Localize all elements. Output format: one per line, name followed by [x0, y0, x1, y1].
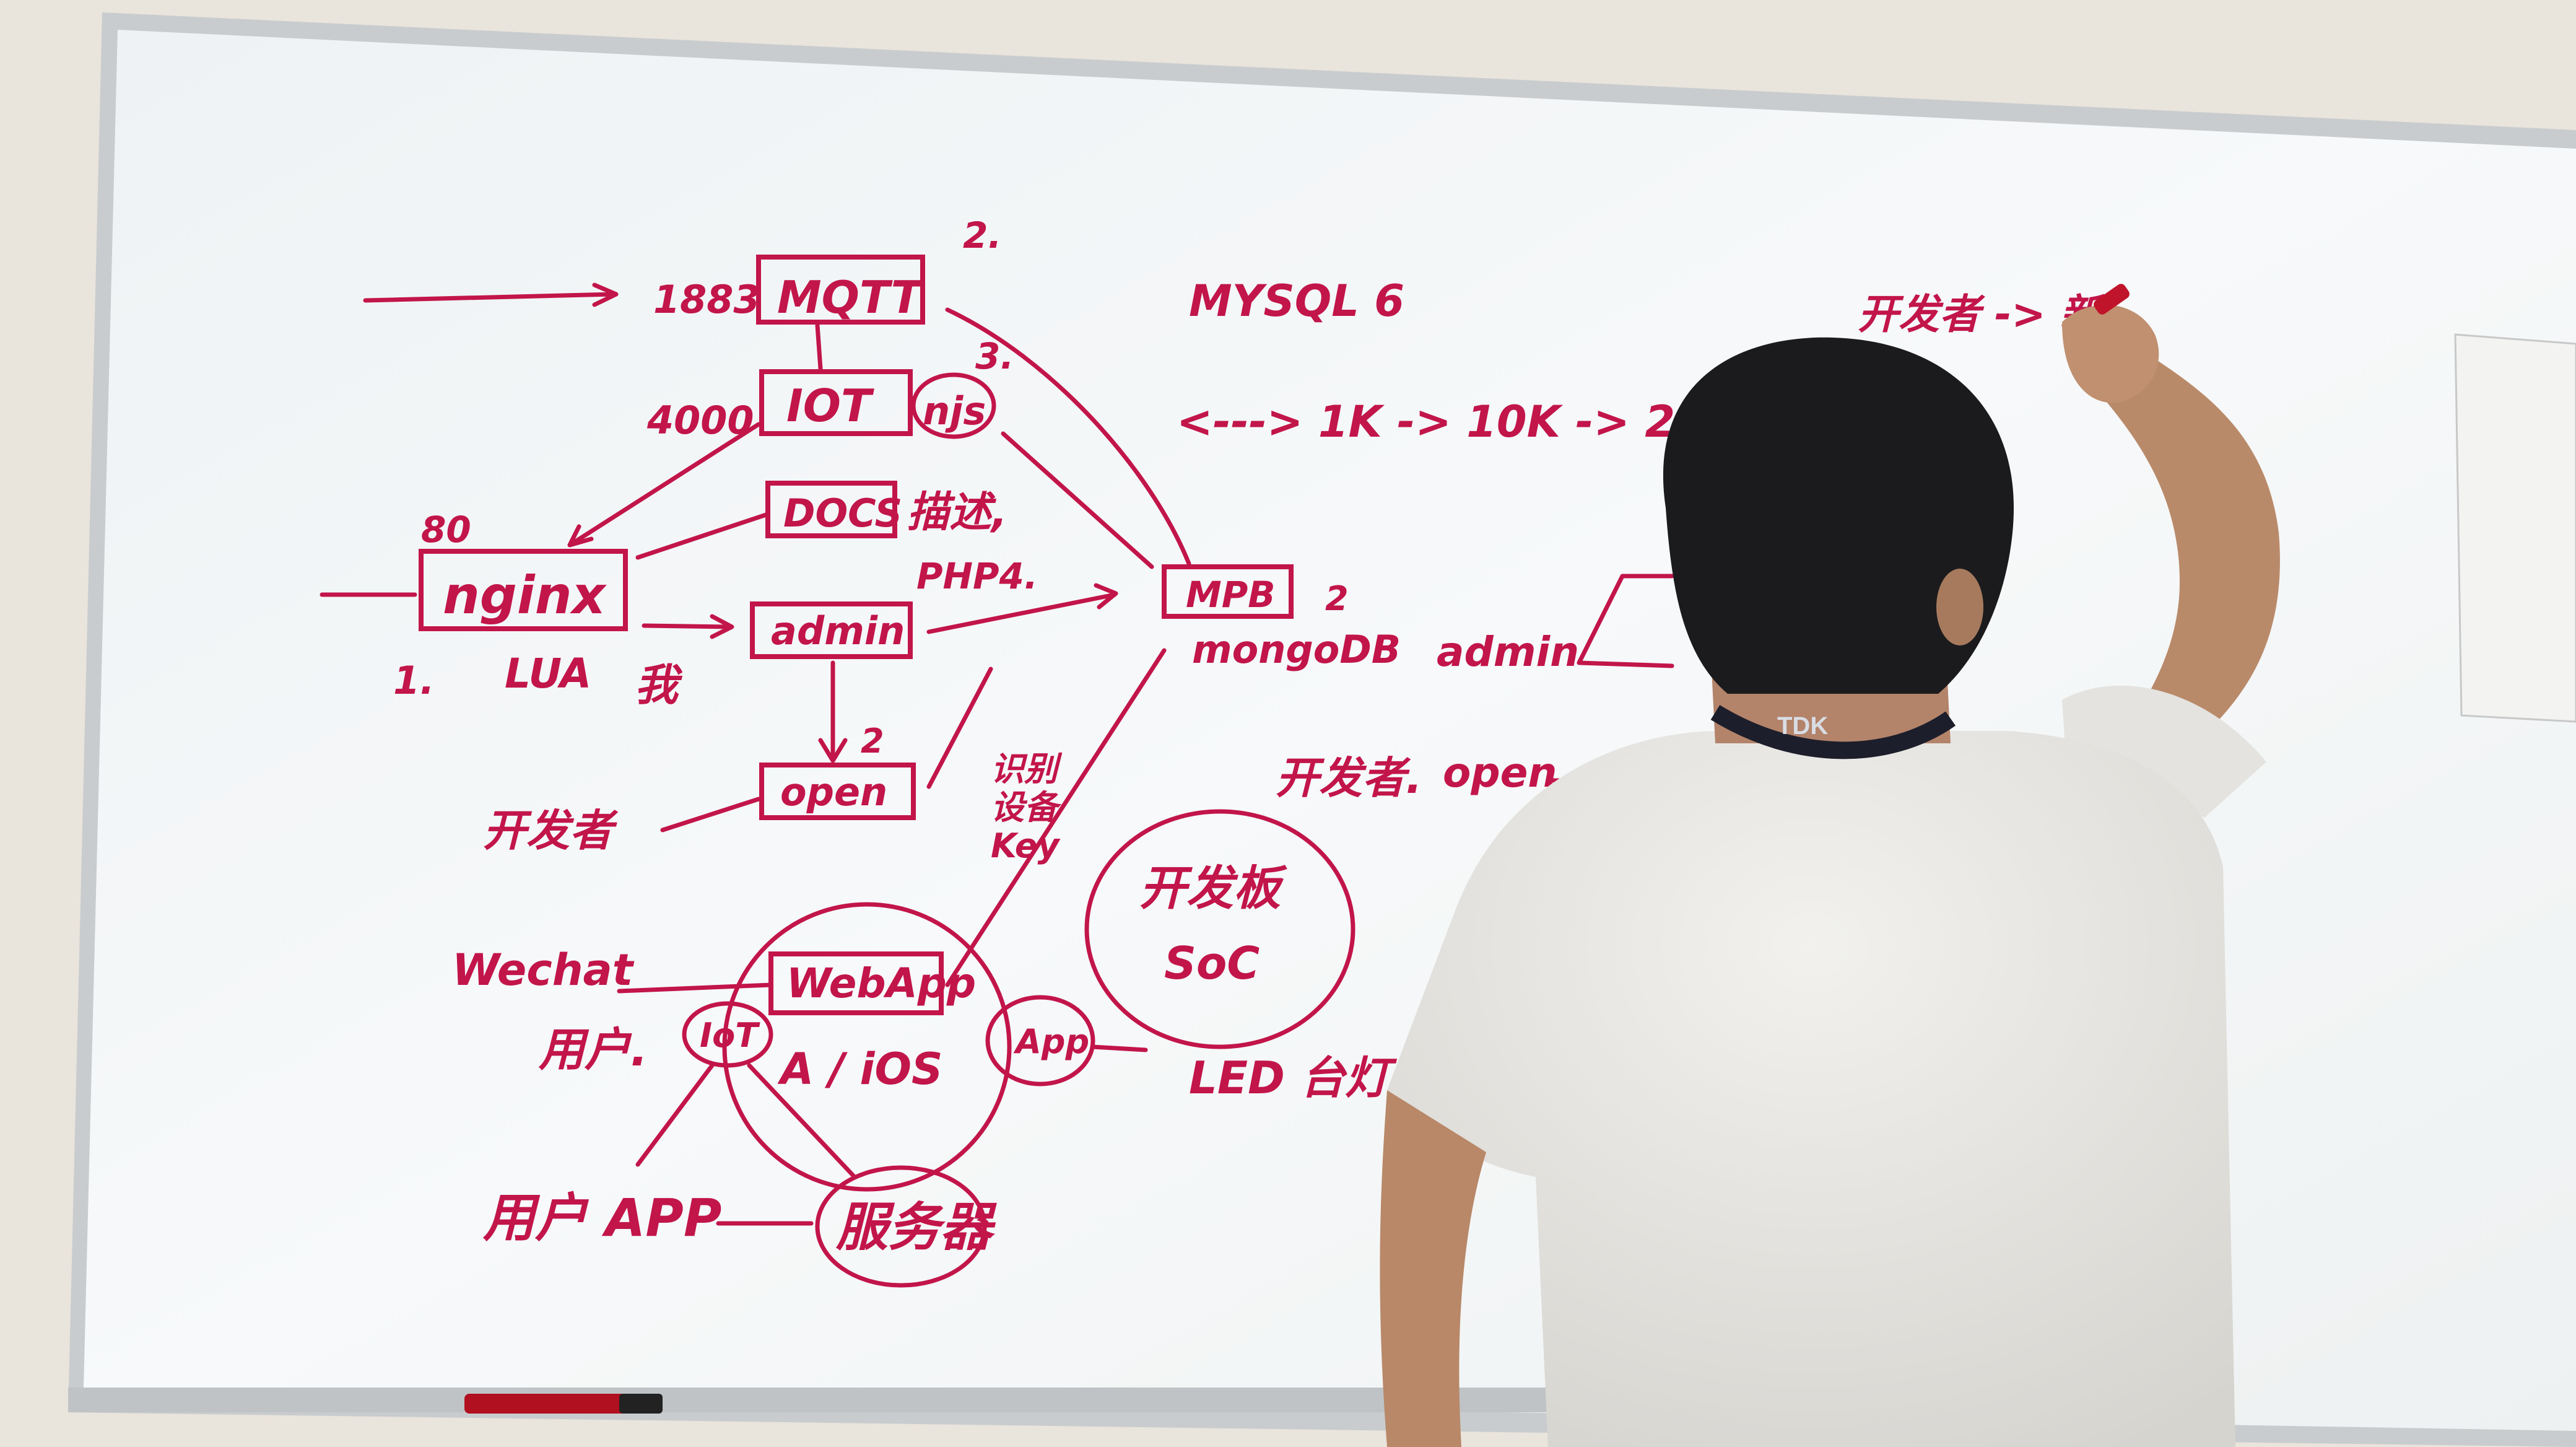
dev-board-circle	[1084, 809, 1355, 1049]
head-hair	[1663, 337, 2014, 694]
label-developer-left: 开发者	[483, 805, 619, 856]
mqtt-label: MQTT	[777, 271, 925, 323]
label-3: 3.	[975, 335, 1014, 377]
marker-tray	[68, 1388, 1616, 1412]
label-admin-right: admin	[1437, 628, 1579, 676]
open-box	[759, 763, 916, 820]
label-scale: <---> 1K -> 10K -> 20K	[1177, 396, 1742, 447]
label-lua: LUA	[505, 650, 591, 697]
posted-sheet	[2454, 333, 2576, 723]
njs-label: njs	[923, 388, 986, 434]
marker-cap	[619, 1394, 663, 1414]
server-label: 服务器	[835, 1197, 997, 1257]
mpb-box	[1162, 564, 1294, 619]
nginx-box	[419, 549, 628, 631]
mpb-label: MPB	[1186, 574, 1275, 616]
label-open-right: open	[1443, 749, 1557, 797]
iot-box	[759, 369, 913, 436]
ear	[1936, 569, 1983, 645]
webapp-label: WebApp	[786, 960, 976, 1007]
shirt	[1387, 731, 2235, 1447]
webapp-circle	[722, 902, 1012, 1192]
open-label: open	[780, 769, 887, 815]
iot-label: IOT	[786, 380, 874, 432]
docs-box	[765, 481, 897, 538]
label-php4: PHP4.	[916, 555, 1038, 597]
label-2-open: 2	[861, 722, 884, 761]
label-mysql: MYSQL 6	[1189, 276, 1404, 326]
held-marker	[2094, 284, 2130, 315]
mqtt-box	[756, 255, 925, 325]
server-circle	[815, 1165, 987, 1288]
mongodb-label: mongoDB	[1192, 627, 1401, 672]
soc-label: SoC	[1164, 937, 1260, 989]
label-4000: 4000	[646, 398, 754, 443]
admin-box	[750, 601, 913, 659]
label-2-top: 2.	[963, 214, 1001, 256]
label-nginx-note: 我	[635, 660, 683, 710]
lower-arm	[1380, 1090, 1486, 1447]
docs-note: 描述,	[907, 488, 1007, 537]
lanyard	[1710, 705, 1956, 759]
label-1: 1.	[393, 658, 435, 703]
admin-label: admin	[771, 608, 905, 654]
lanyard-badge-text: TDK	[1777, 712, 1828, 740]
app-circle	[985, 995, 1095, 1086]
iot-small-label: IoT	[700, 1016, 760, 1055]
label-led: LED 台灯	[1189, 1052, 1398, 1104]
hand	[2062, 305, 2159, 403]
label-1883: 1883	[653, 277, 760, 322]
label-wechat: Wechat	[452, 945, 635, 995]
label-developer-right: 开发者.	[1276, 753, 1422, 803]
label-user: 用户.	[538, 1023, 648, 1077]
connector-lines	[320, 282, 1674, 1226]
red-marker	[464, 1394, 663, 1414]
docs-label: DOCS	[783, 491, 902, 536]
dev-board-label: 开发板	[1139, 860, 1287, 916]
iot-small-circle	[682, 1001, 773, 1068]
raised-arm	[2081, 347, 2280, 780]
nginx-label: nginx	[443, 565, 607, 626]
app-label: App	[1013, 1022, 1089, 1061]
person: TDK	[1380, 284, 2280, 1447]
label-user-app: 用户 APP	[482, 1187, 721, 1248]
label-android-ios: A / iOS	[777, 1044, 942, 1095]
label-2-mpb: 2	[1325, 579, 1349, 618]
njs-circle	[911, 372, 996, 439]
label-80: 80	[421, 509, 471, 551]
